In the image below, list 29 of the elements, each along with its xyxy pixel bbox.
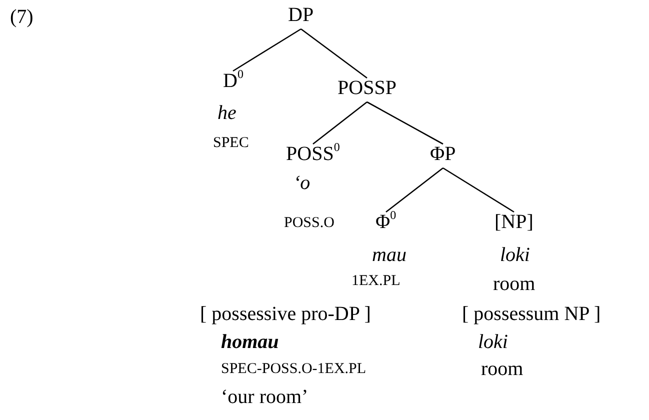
node-label: [NP]	[494, 211, 534, 233]
tree-branch	[312, 101, 368, 145]
word-form: loki	[478, 331, 508, 353]
tree-branch	[232, 28, 302, 72]
node-label: POSSP	[338, 77, 396, 99]
node-label: D$^{0}$	[223, 70, 244, 92]
gloss: 1EX.PL	[352, 273, 400, 290]
bracket-label: [ possessum NP ]	[462, 303, 601, 325]
node-label: DP	[288, 4, 314, 26]
translation: ‘our room’	[221, 386, 308, 408]
node-label: Φ$^{0}$	[376, 211, 396, 233]
word-form: loki	[500, 244, 530, 266]
word-form: ‘o	[294, 172, 310, 194]
example-number: (7)	[10, 6, 34, 28]
word-form: homau	[221, 331, 279, 353]
tree-branch	[442, 167, 514, 213]
tree-branch	[386, 167, 444, 213]
tree-branch	[300, 28, 368, 79]
translation: room	[481, 358, 524, 380]
word-form: he	[218, 102, 236, 124]
bracket-label: [ possessive pro-DP ]	[200, 303, 371, 325]
node-label: room	[493, 273, 536, 295]
gloss: SPEC	[213, 135, 249, 152]
word-form: mau	[372, 244, 406, 266]
tree-branch	[366, 101, 444, 145]
node-label: POSS$^{0}$	[286, 143, 340, 165]
gloss: SPEC-POSS.O-1EX.PL	[221, 361, 366, 378]
node-label: ΦP	[430, 143, 456, 165]
gloss: POSS.O	[284, 215, 334, 232]
